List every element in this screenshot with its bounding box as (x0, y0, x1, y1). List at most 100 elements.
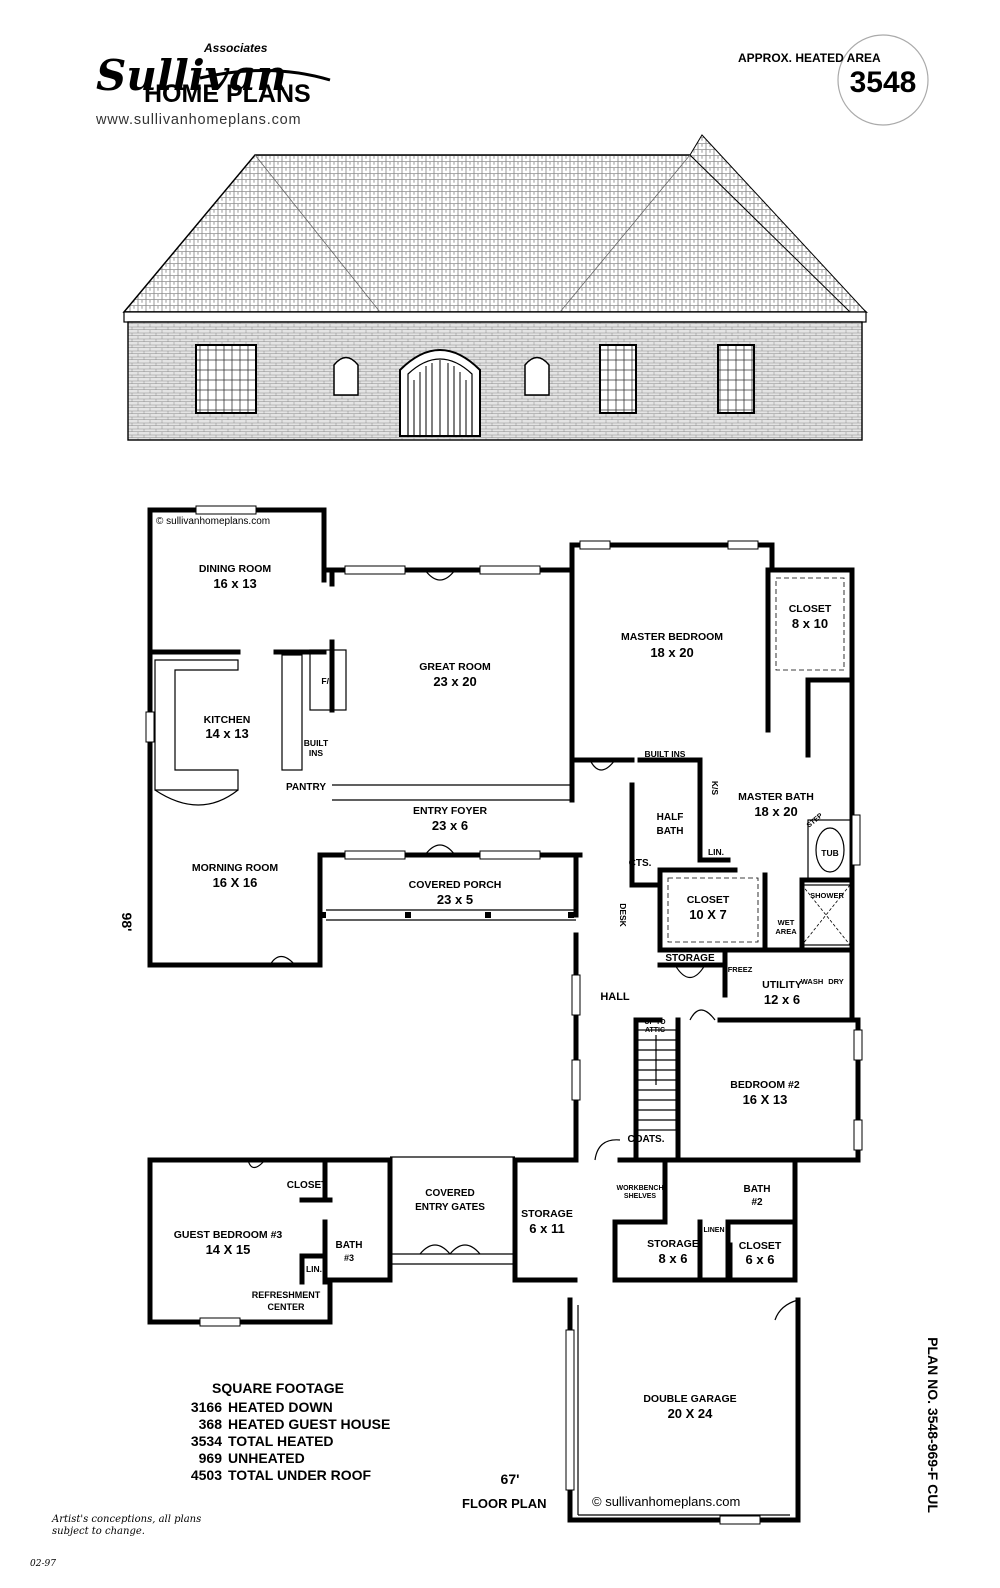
room-dim: 18 x 20 (650, 645, 693, 660)
room-dim: 18 x 20 (754, 804, 797, 819)
room-labels: DINING ROOM 16 x 13 GREAT ROOM 23 x 20 M… (174, 563, 832, 1421)
room-dim: 23 x 5 (437, 892, 473, 907)
room-dim: 6 x 11 (529, 1221, 564, 1236)
label-desk: DESK (618, 903, 628, 927)
label-built: BUILT (304, 738, 329, 748)
fixture-labels: F/P BUILT INS PANTRY BUILT INS K/S HALF … (252, 676, 845, 1312)
sqft-row: 3534 TOTAL HEATED (191, 1433, 334, 1449)
shower (801, 884, 851, 946)
label-area: AREA (775, 927, 797, 936)
heated-area-value: 3548 (850, 66, 917, 99)
sqft-label: TOTAL UNDER ROOF (228, 1467, 372, 1483)
front-elevation (122, 134, 868, 441)
label-ks: K/S (710, 781, 720, 796)
sqft-value: 368 (199, 1416, 223, 1432)
room-name: UTILITY (762, 979, 802, 991)
disclaimer: Artist's conceptions, all plans subject … (30, 1514, 201, 1569)
label-bath3-num: #3 (344, 1253, 354, 1263)
heated-area-circle (837, 34, 929, 126)
fireplace (309, 649, 347, 711)
room-entry-foyer: ENTRY FOYER 23 x 6 (413, 805, 488, 833)
label-bath2-num: #2 (751, 1197, 763, 1208)
kitchen-counter (154, 659, 239, 791)
room-dim: 6 x 6 (746, 1252, 775, 1267)
room-dim: 8 x 10 (792, 616, 828, 631)
sqft-row: 368 HEATED GUEST HOUSE (199, 1416, 391, 1432)
brand-logo: Associates Sullivan HOME PLANS www.sulli… (95, 41, 331, 128)
roof (122, 154, 868, 313)
label-pantry: PANTRY (286, 782, 326, 793)
brand-home-plans: HOME PLANS (144, 80, 311, 108)
sqft-value: 3534 (191, 1433, 222, 1449)
room-name: STORAGE (647, 1238, 699, 1250)
room-master-bath: MASTER BATH 18 x 20 (738, 791, 814, 819)
room-storage-6x11: STORAGE 6 x 11 (521, 1208, 573, 1236)
plan-number: PLAN NO. 3548-969-F CUL (925, 1337, 941, 1513)
label-coats: COATS. (627, 1134, 664, 1145)
room-dim: 14 x 13 (205, 726, 248, 741)
room-name: MASTER BATH (738, 791, 814, 803)
square-footage-title: SQUARE FOOTAGE (212, 1380, 344, 1396)
label-workbench: WORKBENCH (616, 1185, 663, 1192)
room-master-bedroom: MASTER BEDROOM 18 x 20 (621, 631, 723, 660)
room-covered-porch: COVERED PORCH 23 x 5 (409, 879, 502, 907)
room-utility: UTILITY 12 x 6 (762, 979, 802, 1007)
brand-website: www.sullivanhomeplans.com (95, 112, 301, 128)
sqft-value: 4503 (191, 1467, 222, 1483)
dimension-width: 67' (501, 1471, 520, 1487)
room-closet-master: CLOSET 8 x 10 (789, 603, 832, 631)
room-name: MASTER BEDROOM (621, 631, 723, 643)
label-entry-gates: ENTRY GATES (415, 1202, 485, 1213)
label-wash: WASH (801, 977, 824, 986)
sqft-label: TOTAL HEATED (228, 1433, 334, 1449)
label-hall: HALL (600, 991, 630, 1003)
room-name: BEDROOM #2 (730, 1079, 800, 1091)
label-bath: BATH (656, 826, 683, 837)
sqft-row: 4503 TOTAL UNDER ROOF (191, 1467, 372, 1483)
logo-swoosh (199, 69, 331, 82)
room-dim: 8 x 6 (659, 1251, 688, 1266)
label-center: CENTER (267, 1302, 305, 1312)
label-wet: WET (778, 918, 795, 927)
room-name: CLOSET (687, 894, 730, 906)
copyright-top: © sullivanhomeplans.com (156, 516, 270, 527)
square-footage: SQUARE FOOTAGE 3166 HEATED DOWN 368 HEAT… (191, 1380, 390, 1483)
room-dim: 10 X 7 (689, 907, 727, 922)
room-dim: 20 X 24 (668, 1406, 714, 1421)
label-step: STEP (806, 812, 825, 829)
room-dim: 23 x 20 (433, 674, 476, 689)
vent-left (333, 356, 359, 396)
date-code: 02-97 (30, 1559, 56, 1569)
window-right (717, 344, 755, 414)
vent-right (524, 356, 550, 396)
fascia (123, 311, 867, 323)
label-storage: STORAGE (665, 953, 715, 964)
room-dim: 23 x 6 (432, 818, 468, 833)
label-closet-guest: CLOSET (287, 1180, 328, 1191)
room-name: CLOSET (739, 1240, 782, 1252)
label-bath3: BATH (335, 1240, 362, 1251)
label-covered: COVERED (425, 1188, 474, 1199)
room-name: DINING ROOM (199, 563, 272, 575)
room-dim: 16 x 13 (213, 576, 256, 591)
room-name: KITCHEN (204, 714, 251, 726)
label-half: HALF (657, 812, 684, 823)
label-ins: INS (309, 748, 324, 758)
room-name: MORNING ROOM (192, 862, 279, 874)
room-name: GREAT ROOM (419, 661, 491, 673)
label-fp: F/P (321, 676, 335, 686)
label-tub: TUB (821, 848, 838, 858)
room-name: GUEST BEDROOM #3 (174, 1229, 283, 1241)
heated-area-label: APPROX. HEATED AREA (738, 51, 881, 65)
label-bath2: BATH (743, 1184, 770, 1195)
copyright-bottom: © sullivanhomeplans.com (592, 1494, 740, 1509)
room-dim: 14 X 15 (206, 1242, 251, 1257)
room-closet-6x6: CLOSET 6 x 6 (739, 1240, 782, 1267)
sqft-row: 969 UNHEATED (199, 1450, 305, 1466)
room-garage: DOUBLE GARAGE 20 X 24 (643, 1393, 736, 1421)
label-up-to: UP TO (644, 1019, 666, 1026)
label-linen: LINEN (704, 1227, 725, 1234)
brand-associates: Associates (203, 41, 268, 55)
room-dim: 16 X 13 (743, 1092, 788, 1107)
